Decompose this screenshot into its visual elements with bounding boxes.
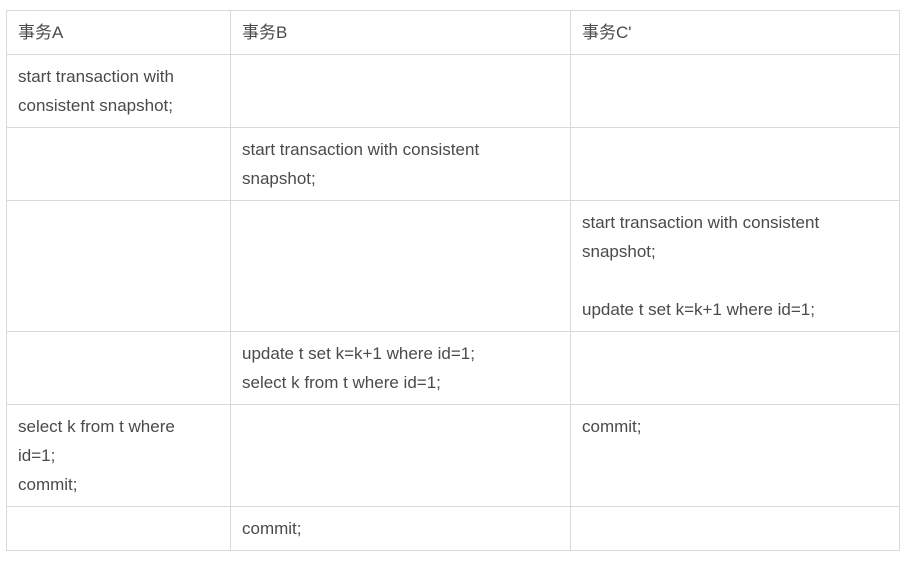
column-header-transaction-b: 事务B bbox=[230, 10, 571, 55]
cell-row5-transaction-c: commit; bbox=[570, 404, 900, 507]
cell-row5-transaction-a: select k from t where id=1; commit; bbox=[6, 404, 231, 507]
cell-row3-transaction-b bbox=[230, 200, 571, 332]
table-row: select k from t where id=1; commit; comm… bbox=[6, 404, 900, 507]
cell-row1-transaction-b bbox=[230, 54, 571, 128]
cell-row1-transaction-a: start transaction with consistent snapsh… bbox=[6, 54, 231, 128]
cell-row3-transaction-c: start transaction with consistent snapsh… bbox=[570, 200, 900, 332]
cell-row4-transaction-a bbox=[6, 331, 231, 405]
header-row: 事务A 事务B 事务C' bbox=[6, 10, 900, 55]
table-row: start transaction with consistent snapsh… bbox=[6, 200, 900, 332]
table-row: start transaction with consistent snapsh… bbox=[6, 54, 900, 128]
column-header-transaction-a: 事务A bbox=[6, 10, 231, 55]
table-body: start transaction with consistent snapsh… bbox=[6, 54, 900, 551]
column-header-transaction-c: 事务C' bbox=[570, 10, 900, 55]
cell-row6-transaction-a bbox=[6, 506, 231, 551]
cell-row6-transaction-b: commit; bbox=[230, 506, 571, 551]
table-header: 事务A 事务B 事务C' bbox=[6, 10, 900, 55]
cell-row2-transaction-c bbox=[570, 127, 900, 201]
transaction-isolation-table: 事务A 事务B 事务C' start transaction with cons… bbox=[6, 10, 900, 551]
cell-row4-transaction-c bbox=[570, 331, 900, 405]
cell-row1-transaction-c bbox=[570, 54, 900, 128]
table-row: commit; bbox=[6, 506, 900, 551]
cell-row5-transaction-b bbox=[230, 404, 571, 507]
cell-row6-transaction-c bbox=[570, 506, 900, 551]
cell-row3-transaction-a bbox=[6, 200, 231, 332]
cell-row4-transaction-b: update t set k=k+1 where id=1; select k … bbox=[230, 331, 571, 405]
table-row: start transaction with consistent snapsh… bbox=[6, 127, 900, 201]
table-row: update t set k=k+1 where id=1; select k … bbox=[6, 331, 900, 405]
cell-row2-transaction-b: start transaction with consistent snapsh… bbox=[230, 127, 571, 201]
cell-row2-transaction-a bbox=[6, 127, 231, 201]
